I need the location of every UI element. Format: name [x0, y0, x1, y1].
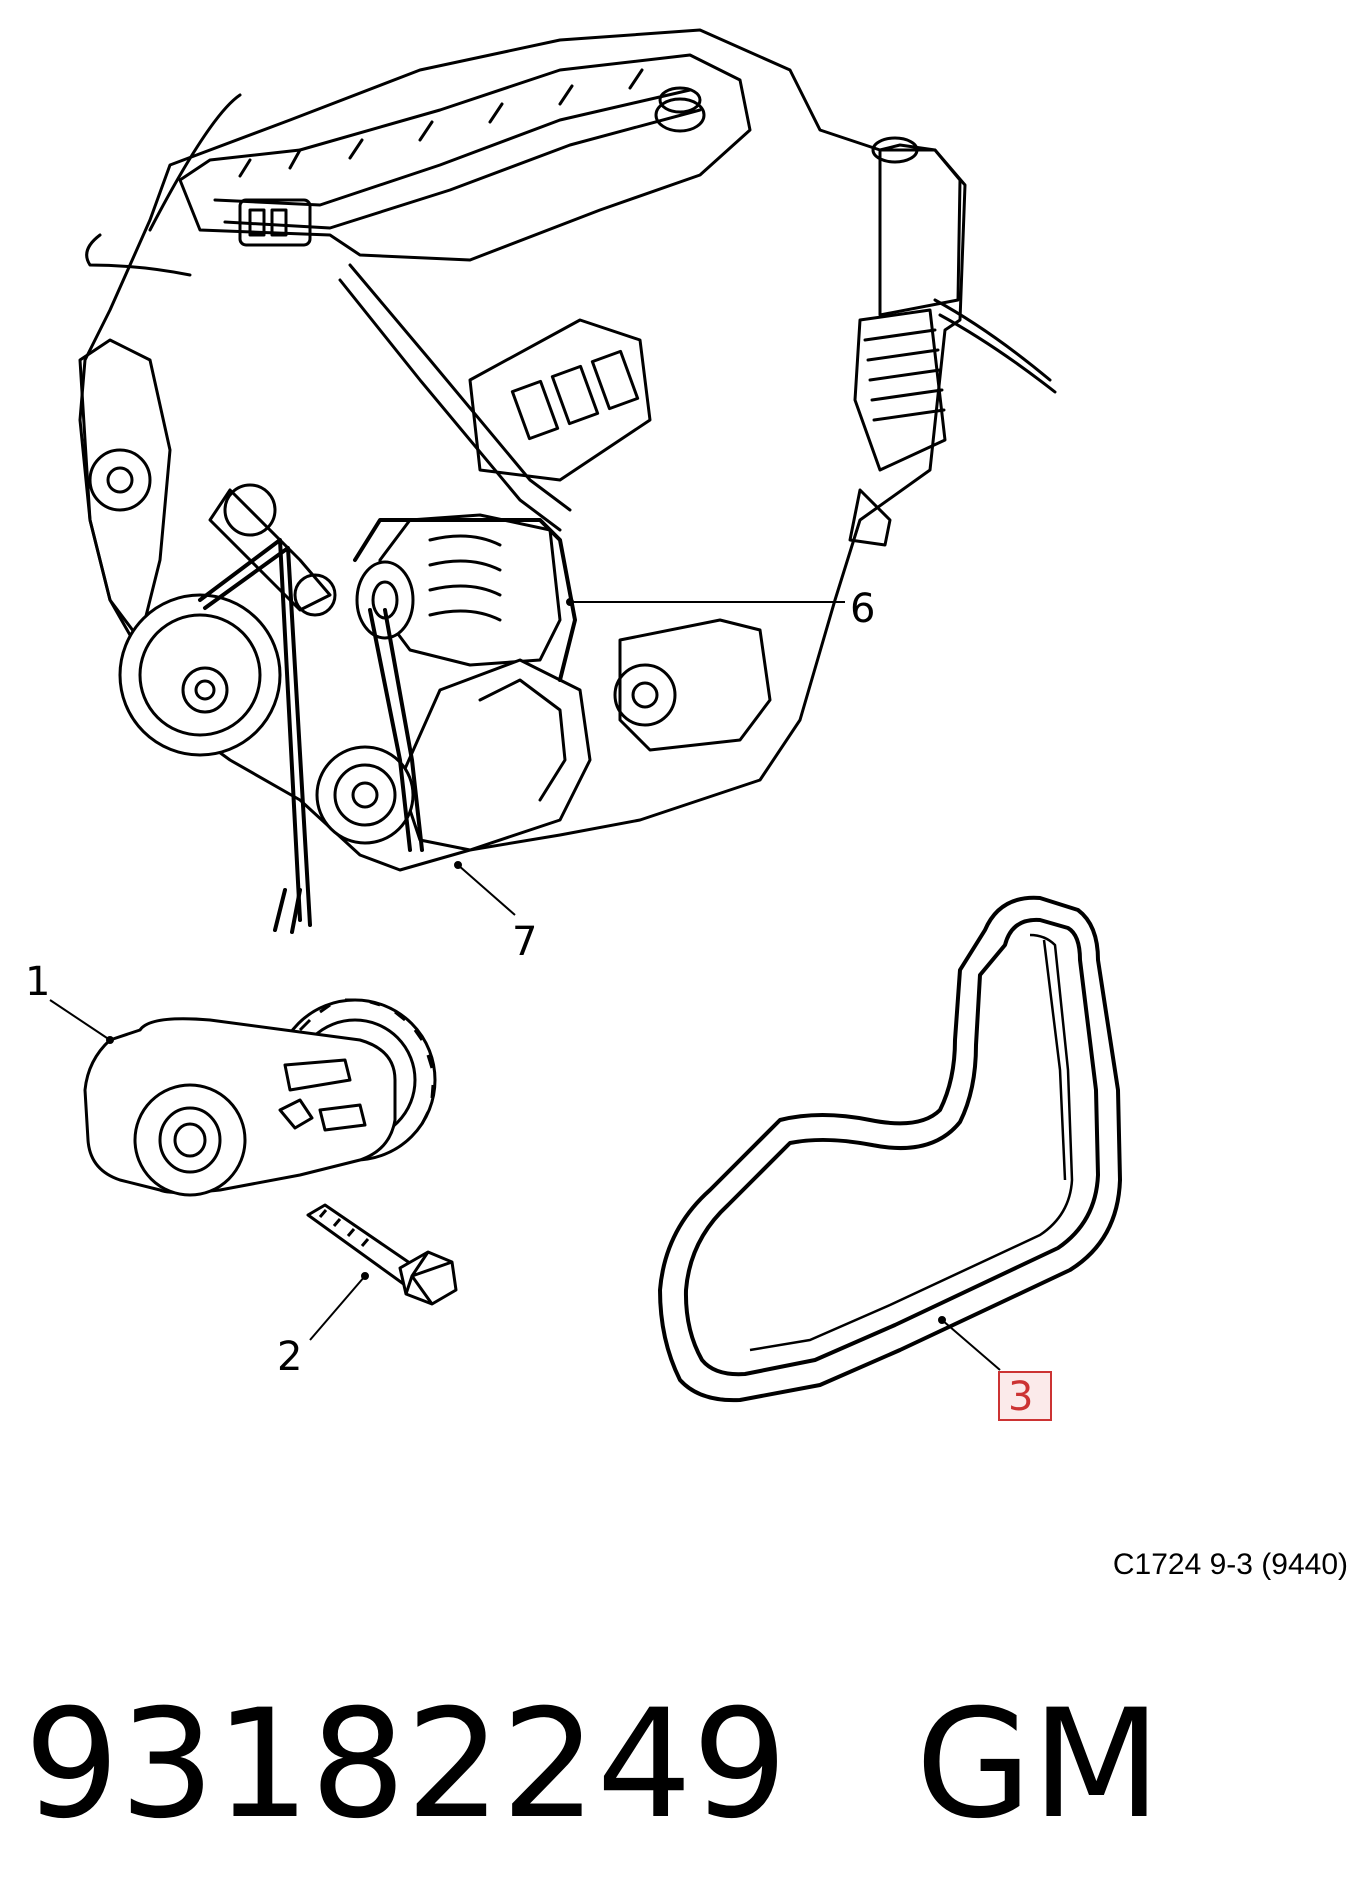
callout-6: 6	[850, 586, 875, 632]
callout-3[interactable]: 3	[1008, 1374, 1033, 1420]
drive-belt-illustration	[658, 895, 1122, 1403]
diagram-reference-code: C1724 9-3 (9440)	[1112, 1548, 1348, 1581]
callout-1: 1	[25, 959, 50, 1005]
callout-7: 7	[512, 919, 537, 965]
bolt-illustration	[306, 1203, 458, 1306]
callout-leader-lines	[49, 598, 1001, 1371]
belt-tensioner-illustration	[83, 998, 437, 1197]
part-brand: GM	[915, 1678, 1162, 1852]
engine-assembly-illustration	[78, 28, 1057, 934]
callout-2: 2	[277, 1334, 302, 1380]
part-number: 93182249	[24, 1678, 788, 1852]
exploded-parts-diagram: 1 2 6 7 3	[25, 28, 1122, 1421]
callout-3-highlight-box[interactable]	[998, 1371, 1052, 1421]
